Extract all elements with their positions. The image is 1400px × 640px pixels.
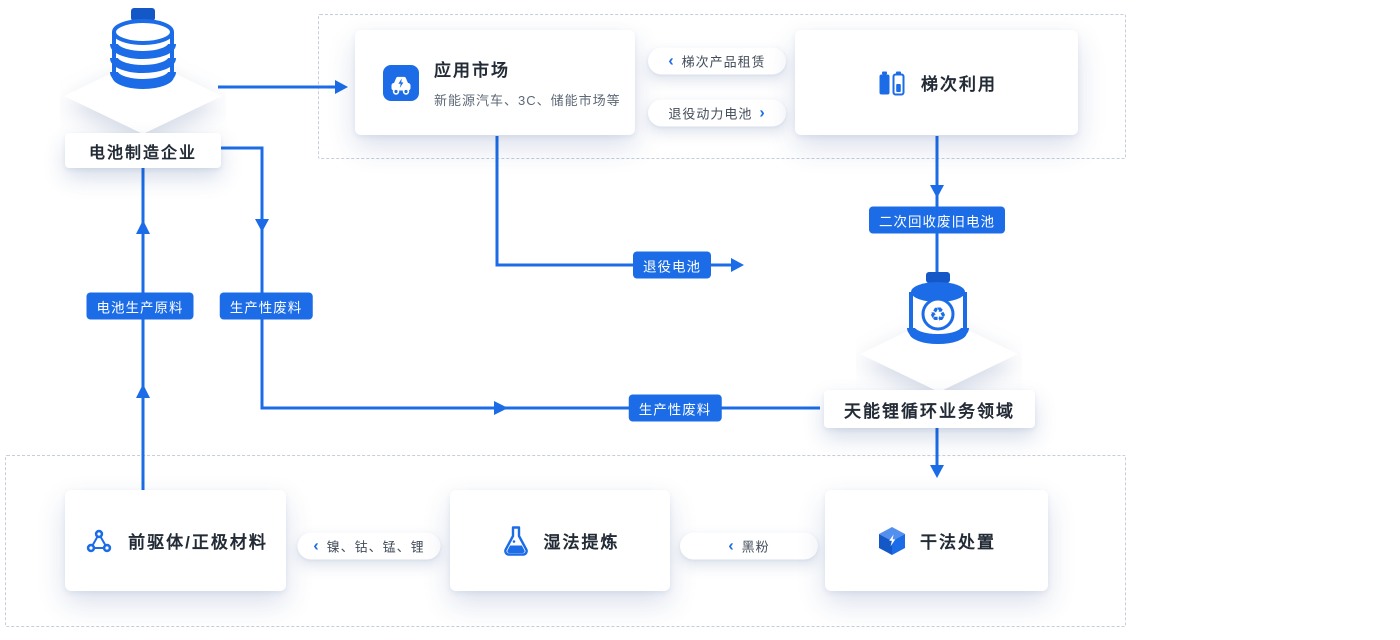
pill-black-powder-label: 黑粉 [741, 539, 770, 555]
badge-production-waste-left-text: 生产性废料 [229, 300, 303, 315]
badge-secondary-recycled-battery-text: 二次回收废旧电池 [879, 214, 995, 229]
svg-text:♻: ♻ [929, 305, 946, 326]
pill-retired-power-battery: 退役动力电池 › [648, 99, 786, 127]
badge-retired-battery: 退役电池 [633, 251, 711, 279]
application-market-title: 应用市场 [434, 61, 510, 80]
line-waste-to-hub [221, 146, 820, 410]
manufacturer-label-text: 电池制造企业 [88, 144, 197, 162]
manufacturer-label: 电池制造企业 [65, 133, 221, 168]
badge-production-waste-bottom: 生产性废料 [628, 394, 722, 422]
chevron-right-icon: › [759, 104, 766, 121]
badge-retired-battery-text: 退役电池 [643, 259, 701, 274]
pill-black-powder: ‹ 黑粉 [680, 532, 818, 560]
recycle-hub-label: 天能锂循环业务领域 [824, 390, 1035, 428]
precursor-title: 前驱体/正极材料 [128, 533, 268, 552]
molecule-icon [83, 525, 115, 557]
ev-car-icon [383, 64, 419, 101]
arrowhead-into-hub [930, 185, 944, 198]
badge-battery-raw-material-text: 电池生产原料 [96, 300, 184, 315]
battery-levels-icon [876, 68, 906, 98]
arrowhead-down-waste [255, 219, 269, 232]
card-cascade-use: 梯次利用 [795, 30, 1078, 135]
badge-battery-raw-material: 电池生产原料 [86, 292, 194, 320]
card-application-market: 应用市场 新能源汽车、3C、储能市场等 [355, 30, 635, 135]
badge-production-waste-bottom-text: 生产性废料 [638, 402, 712, 417]
flask-icon [501, 525, 531, 557]
pill-cascade-product-lease-label: 梯次产品租赁 [681, 54, 766, 70]
cube-icon [877, 525, 907, 557]
pill-ni-co-mn-li-label: 镍、钴、锰、锂 [326, 539, 425, 555]
pill-cascade-product-lease: ‹ 梯次产品租赁 [648, 47, 786, 75]
recycle-hub-label-text: 天能锂循环业务领域 [844, 401, 1015, 421]
chevron-left-icon: ‹ [728, 537, 735, 554]
battery-stack-icon [110, 8, 176, 89]
chevron-left-icon: ‹ [313, 537, 320, 554]
chevron-left-icon: ‹ [668, 52, 675, 69]
arrowhead-up-raw-material-mid [136, 384, 150, 398]
arrowhead-retired-battery [731, 258, 744, 272]
pill-ni-co-mn-li: ‹ 镍、钴、锰、锂 [297, 532, 441, 560]
pill-retired-power-battery-label: 退役动力电池 [668, 106, 753, 122]
badge-production-waste-left: 生产性废料 [219, 292, 313, 320]
dry-disposal-title: 干法处置 [920, 533, 996, 552]
card-dry-disposal: 干法处置 [825, 490, 1048, 591]
processing-group-box [5, 455, 1126, 627]
cascade-use-title: 梯次利用 [921, 75, 997, 94]
recycle-battery-icon: ♻ [907, 272, 969, 344]
card-wet-refining: 湿法提炼 [450, 490, 670, 591]
wet-refining-title: 湿法提炼 [543, 533, 620, 552]
badge-secondary-recycled-battery: 二次回收废旧电池 [869, 206, 1005, 234]
application-market-subtitle: 新能源汽车、3C、储能市场等 [434, 93, 621, 108]
card-precursor: 前驱体/正极材料 [65, 490, 286, 591]
arrowhead-up-raw-material-top [136, 220, 150, 234]
arrowhead-right-waste [494, 401, 508, 415]
